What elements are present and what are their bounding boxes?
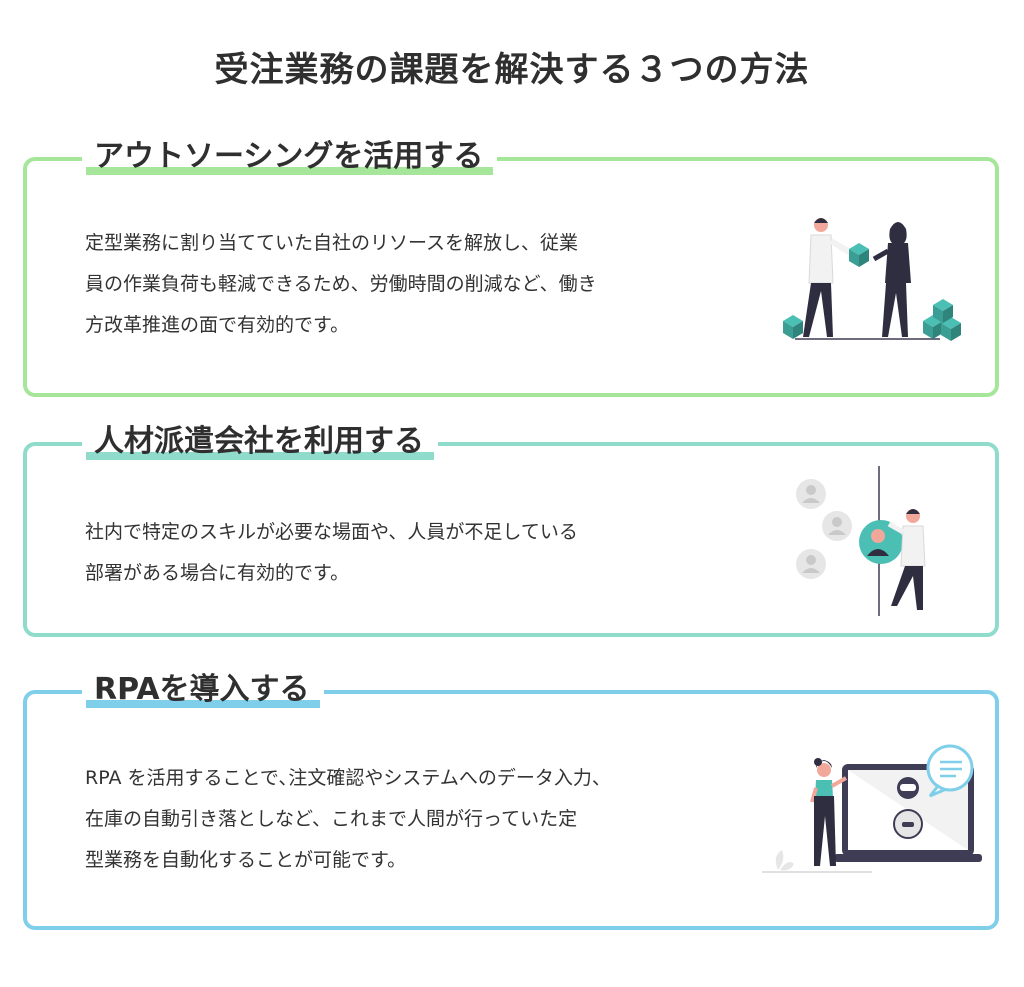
people-handing-boxes-icon xyxy=(783,218,961,341)
section-heading: 人材派遣会社を利用する xyxy=(82,422,438,462)
section-heading-text: アウトソーシングを活用する xyxy=(94,139,484,174)
section-body: RPA を活用することで､注文確認やシステムへのデータ入力、 在庫の自動引き落と… xyxy=(85,767,611,871)
section-body: 定型業務に割り当てていた自社のリソースを解放し、従業 員の作業負荷も軽減できるた… xyxy=(85,232,597,336)
section-body: 社内で特定のスキルが必要な場面や、人員が不足している 部署がある場合に有効的です… xyxy=(85,521,578,584)
section-heading: RPAを導入する xyxy=(82,670,324,710)
person-holding-avatar-icon xyxy=(796,466,926,616)
heading-underline xyxy=(86,167,494,175)
person-with-robot-screen-icon xyxy=(762,744,982,873)
section-heading-text: RPAを導入する xyxy=(94,672,310,707)
section-staffing-agency: 人材派遣会社を利用する 社内で特定のスキルが必要な場面や、人員が不足している 部… xyxy=(23,422,999,637)
avatar-icon xyxy=(796,479,826,509)
page-title: 受注業務の課題を解決する３つの方法 xyxy=(214,50,810,90)
heading-underline xyxy=(86,700,320,708)
section-outsourcing: アウトソーシングを活用する 定型業務に割り当てていた自社のリソースを解放し、従業… xyxy=(23,137,999,397)
heading-underline xyxy=(86,452,434,460)
section-rpa: RPAを導入する RPA を活用することで､注文確認やシステムへのデータ入力、 … xyxy=(23,670,999,930)
section-heading: アウトソーシングを活用する xyxy=(82,137,498,177)
section-heading-text: 人材派遣会社を利用する xyxy=(94,424,424,459)
